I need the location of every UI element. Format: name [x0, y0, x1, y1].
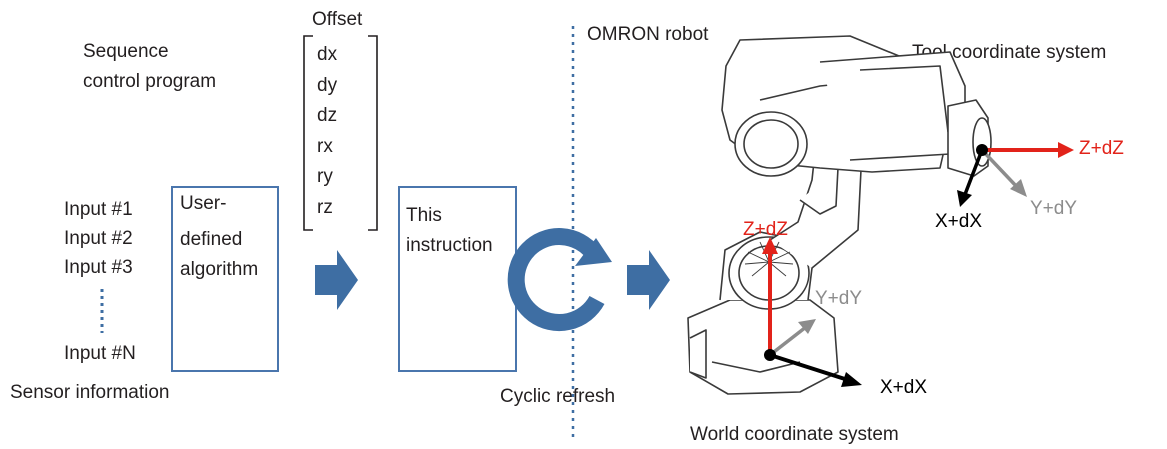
input-n-label: Input #N	[64, 343, 136, 364]
user-defined-algorithm-box	[171, 186, 279, 372]
tool-coordinate-system-label: Tool coordinate system	[912, 42, 1107, 63]
offset-item-dz: dz	[317, 105, 338, 126]
world-axis-z-label: Z+dZ	[743, 219, 788, 240]
input-1-label: Input #1	[64, 199, 133, 220]
input-3-label: Input #3	[64, 257, 133, 278]
algorithm-label-line3: algorithm	[180, 259, 259, 280]
sensor-information-label: Sensor information	[10, 382, 170, 403]
tool-coordinate-axes	[957, 142, 1074, 207]
instruction-label-line2: instruction	[406, 235, 493, 256]
offset-item-dx: dx	[317, 44, 338, 65]
robot-drawing	[687, 35, 992, 395]
cyclic-refresh-arrowhead	[575, 238, 612, 266]
offset-item-rx: rx	[317, 136, 333, 157]
algorithm-label-line1: User-	[180, 193, 227, 214]
offset-item-dy: dy	[317, 75, 338, 96]
world-coordinate-axes	[762, 237, 862, 387]
offset-right-bracket	[368, 35, 378, 231]
algorithm-label-line2: defined	[180, 229, 243, 250]
world-coordinate-system-label: World coordinate system	[690, 424, 899, 445]
sequence-program-label-line2: control program	[83, 71, 217, 92]
tool-axis-x-label: X+dX	[935, 211, 983, 232]
instruction-label-line1: This	[406, 205, 442, 226]
world-axis-x-label: X+dX	[880, 377, 928, 398]
flow-arrow-2	[627, 250, 670, 310]
input-2-label: Input #2	[64, 228, 133, 249]
world-axis-y-label: Y+dY	[815, 288, 863, 309]
sequence-program-label-line1: Sequence	[83, 41, 169, 62]
offset-item-rz: rz	[317, 197, 333, 218]
cyclic-refresh-label: Cyclic refresh	[500, 386, 616, 407]
offset-title: Offset	[312, 9, 363, 30]
cyclic-refresh-icon	[507, 228, 605, 331]
offset-left-bracket	[303, 35, 313, 231]
omron-robot-label: OMRON robot	[587, 24, 709, 45]
offset-item-ry: ry	[317, 166, 333, 187]
tool-axis-z-label: Z+dZ	[1079, 138, 1124, 159]
flow-arrow-1	[315, 250, 358, 310]
tool-axis-y-label: Y+dY	[1030, 198, 1078, 219]
